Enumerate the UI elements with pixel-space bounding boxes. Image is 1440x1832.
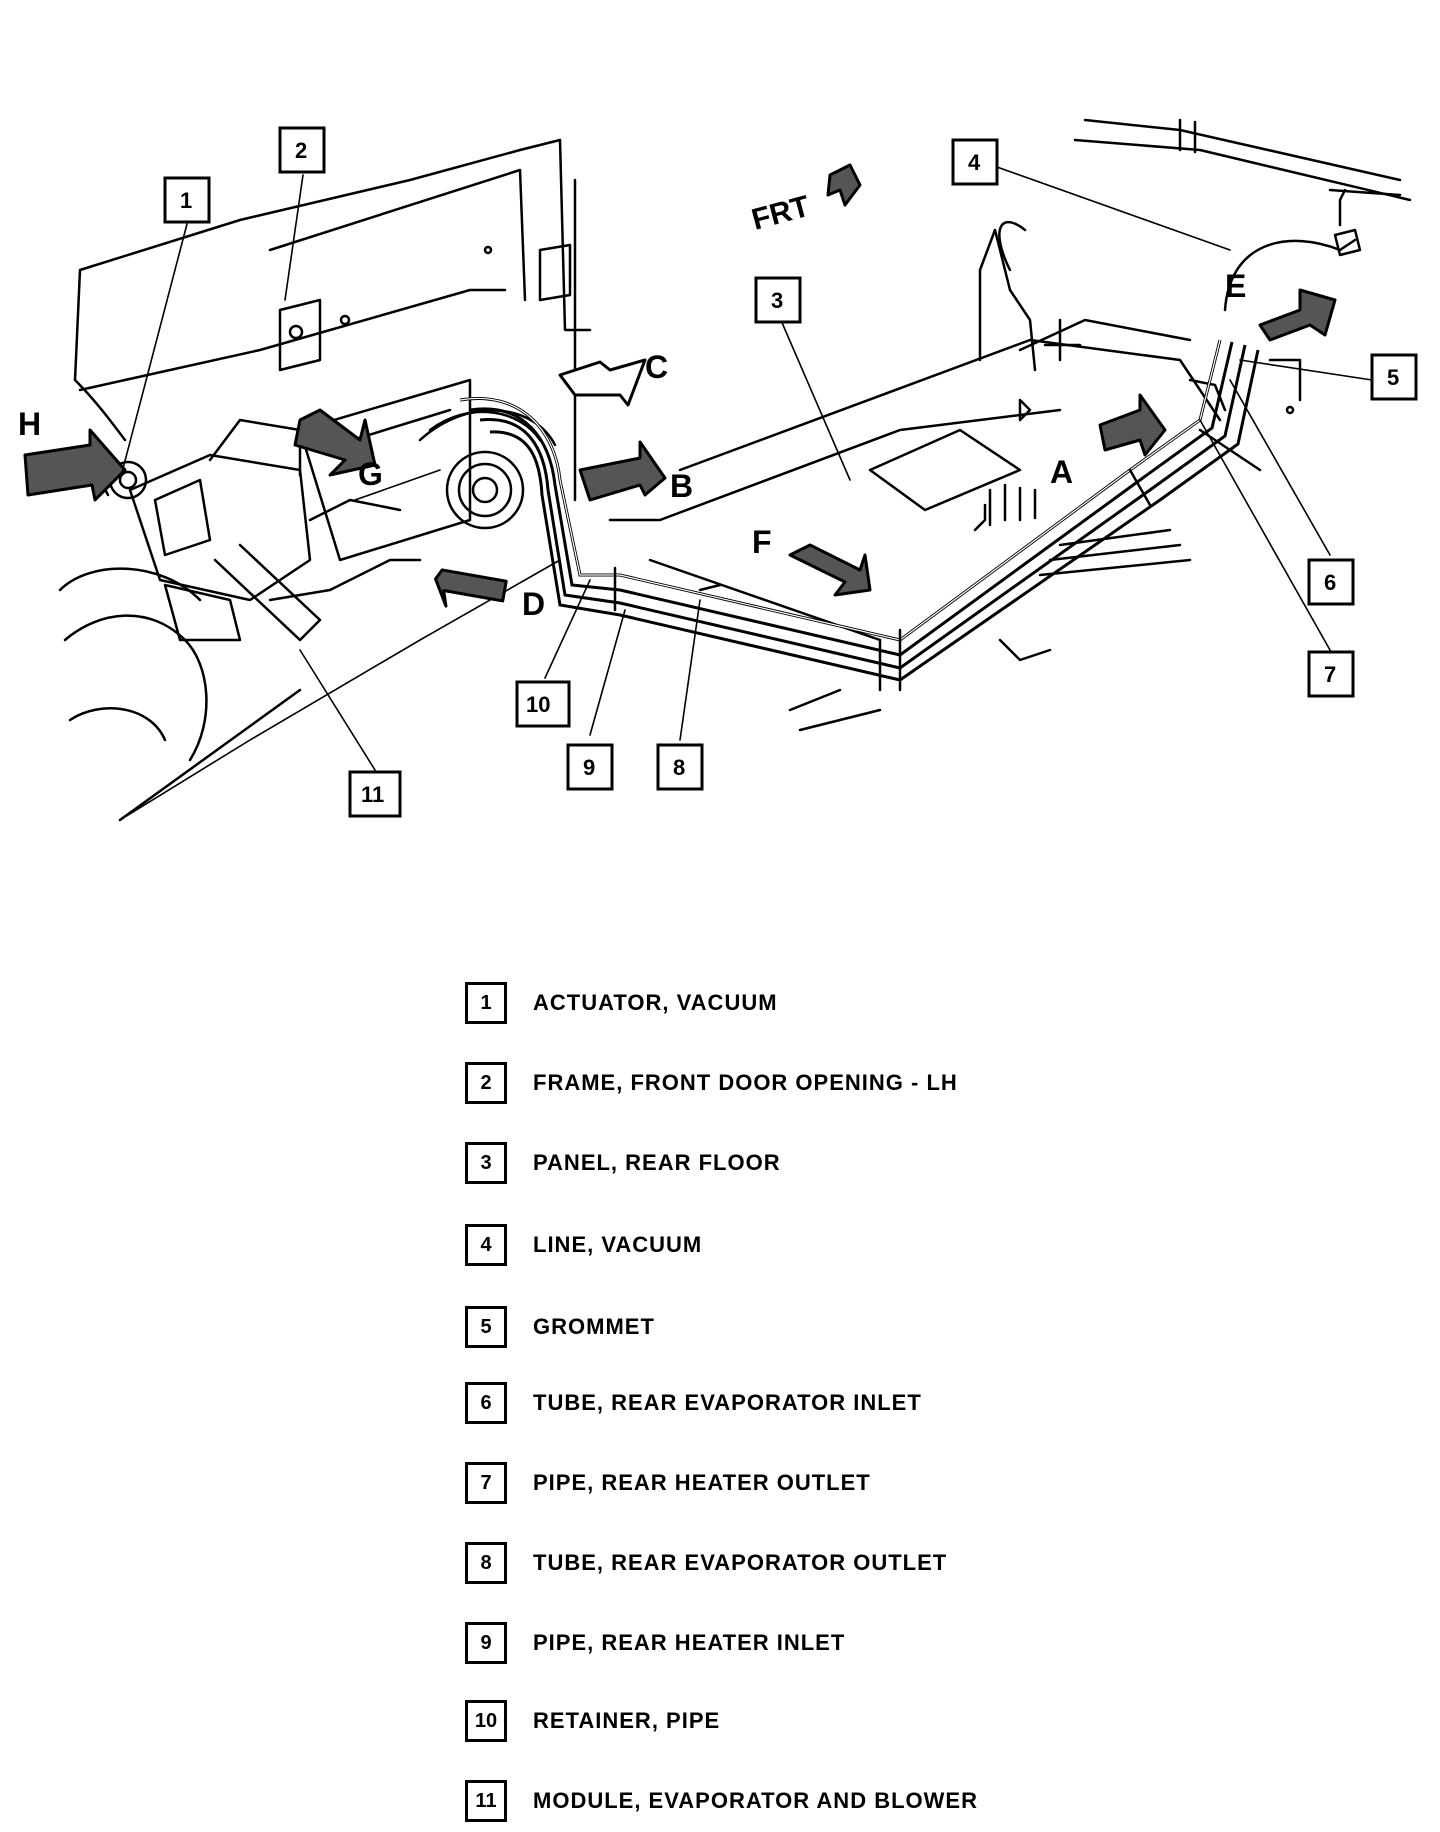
view-arrows: [23, 288, 1337, 608]
callout-6: 6: [1307, 558, 1355, 606]
legend-label: FRAME, FRONT DOOR OPENING - LH: [533, 1070, 958, 1095]
arrow-e-icon: [1258, 288, 1337, 342]
legend-number: 11: [465, 1780, 507, 1822]
view-letter-a: A: [1050, 454, 1073, 490]
view-letters: H G C B D F A E: [18, 268, 1246, 622]
svg-text:8: 8: [673, 755, 685, 780]
arrow-h-icon: [23, 428, 127, 502]
svg-text:5: 5: [1387, 365, 1399, 390]
arrow-c-icon: [558, 358, 647, 407]
callout-8: 8: [656, 743, 704, 791]
callout-9: 9: [566, 743, 614, 791]
svg-text:6: 6: [1324, 570, 1336, 595]
callout-2: 2: [278, 126, 326, 174]
legend-number: 1: [465, 982, 507, 1024]
legend-row-4: 4 LINE, VACUUM: [465, 1222, 702, 1268]
legend-number: 3: [465, 1142, 507, 1184]
arrow-a-icon: [1098, 393, 1167, 457]
legend-row-10: 10 RETAINER, PIPE: [465, 1698, 720, 1744]
legend-number: 5: [465, 1306, 507, 1348]
legend-label: TUBE, REAR EVAPORATOR OUTLET: [533, 1550, 948, 1575]
legend-number: 10: [465, 1700, 507, 1742]
callout-11: 11: [348, 770, 402, 818]
front-direction-marker: FRT: [748, 163, 862, 237]
legend-row-7: 7 PIPE, REAR HEATER OUTLET: [465, 1460, 871, 1506]
legend-number: 4: [465, 1224, 507, 1266]
frt-arrow-icon: [826, 163, 862, 207]
legend-label: PIPE, REAR HEATER INLET: [533, 1630, 846, 1655]
callout-7: 7: [1307, 650, 1355, 698]
svg-text:4: 4: [968, 150, 981, 175]
view-letter-h: H: [18, 406, 41, 442]
blower-wheel: [418, 409, 557, 530]
callout-4: 4: [951, 138, 999, 186]
callout-10: 10: [515, 680, 571, 728]
arrow-f-icon: [788, 543, 872, 597]
legend-label: ACTUATOR, VACUUM: [533, 990, 778, 1015]
arrow-b-icon: [578, 440, 667, 502]
legend-number: 7: [465, 1462, 507, 1504]
legend-row-8: 8 TUBE, REAR EVAPORATOR OUTLET: [465, 1540, 947, 1586]
legend-label: TUBE, REAR EVAPORATOR INLET: [533, 1390, 922, 1415]
legend-label: RETAINER, PIPE: [533, 1708, 721, 1733]
legend-label: PANEL, REAR FLOOR: [533, 1150, 781, 1175]
legend-label: GROMMET: [533, 1314, 655, 1339]
arrow-d-icon: [434, 568, 508, 608]
legend-row-11: 11 MODULE, EVAPORATOR AND BLOWER: [465, 1778, 978, 1824]
vehicle-hvac-diagram: FRT H G C B D F A E 1: [18, 118, 1418, 822]
legend-row-3: 3 PANEL, REAR FLOOR: [465, 1140, 781, 1186]
legend-row-6: 6 TUBE, REAR EVAPORATOR INLET: [465, 1380, 922, 1426]
legend-number: 2: [465, 1062, 507, 1104]
view-letter-d: D: [522, 586, 545, 622]
arrow-g-icon: [293, 408, 377, 477]
svg-text:9: 9: [583, 755, 595, 780]
leader-lines: [119, 166, 1373, 771]
legend-row-1: 1 ACTUATOR, VACUUM: [465, 980, 778, 1026]
svg-text:7: 7: [1324, 662, 1336, 687]
svg-text:11: 11: [361, 782, 384, 807]
view-letter-f: F: [752, 524, 772, 560]
legend-label: MODULE, EVAPORATOR AND BLOWER: [533, 1788, 978, 1813]
svg-text:10: 10: [526, 692, 550, 717]
callout-3: 3: [754, 276, 802, 324]
legend-number: 8: [465, 1542, 507, 1584]
frt-label: FRT: [748, 190, 813, 237]
legend-row-9: 9 PIPE, REAR HEATER INLET: [465, 1620, 845, 1666]
callout-1: 1: [163, 176, 211, 224]
view-letter-e: E: [1225, 268, 1246, 304]
pipe-bundle: [459, 339, 1260, 692]
rear-floor-panel: [608, 221, 1302, 732]
legend-label: LINE, VACUUM: [533, 1232, 703, 1257]
legend-row-5: 5 GROMMET: [465, 1304, 655, 1350]
svg-text:1: 1: [180, 188, 192, 213]
vacuum-line: [1073, 118, 1412, 312]
view-letter-b: B: [670, 468, 693, 504]
callout-5: 5: [1370, 353, 1418, 401]
svg-text:2: 2: [295, 138, 307, 163]
callouts: 1 2 3 4 5 6 7 8 9 10 11: [163, 126, 1418, 818]
view-letter-c: C: [645, 349, 668, 385]
legend-label: PIPE, REAR HEATER OUTLET: [533, 1470, 871, 1495]
legend-number: 6: [465, 1382, 507, 1424]
view-letter-g: G: [358, 456, 383, 492]
legend-row-2: 2 FRAME, FRONT DOOR OPENING - LH: [465, 1060, 958, 1106]
door-frame-outline: [73, 138, 592, 562]
svg-text:3: 3: [771, 288, 783, 313]
legend-number: 9: [465, 1622, 507, 1664]
